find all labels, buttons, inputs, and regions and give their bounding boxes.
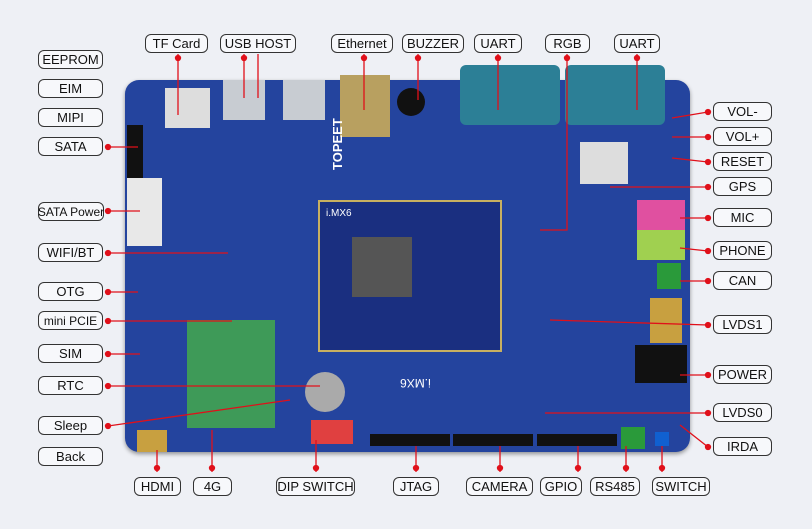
som-module: i.MX6 xyxy=(318,200,502,352)
board-silk-mx6: i.MX6 xyxy=(400,376,431,390)
brand-text: TOPEET xyxy=(330,118,345,170)
label-tf-card: TF Card xyxy=(145,34,208,53)
gpio-header xyxy=(537,434,617,446)
uart-port-2 xyxy=(565,65,665,125)
camera-header xyxy=(453,434,533,446)
label-4g: 4G xyxy=(193,477,232,496)
label-sata-power: SATA Power xyxy=(38,202,104,221)
label-mic: MIC xyxy=(713,208,772,227)
label-lvds1: LVDS1 xyxy=(713,315,772,334)
label-dip-switch: DIP SWITCH xyxy=(276,477,355,496)
label-gpio: GPIO xyxy=(540,477,582,496)
gps-module xyxy=(580,142,628,184)
label-jtag: JTAG xyxy=(393,477,439,496)
label-mini-pcie: mini PCIE xyxy=(38,311,103,330)
jtag-header xyxy=(370,434,450,446)
usb-host-port-1 xyxy=(223,80,265,120)
lvds1-connector xyxy=(650,298,682,343)
label-ethernet: Ethernet xyxy=(331,34,393,53)
label-eeprom: EEPROM xyxy=(38,50,103,69)
label-gps: GPS xyxy=(713,177,772,196)
label-usb-host: USB HOST xyxy=(220,34,296,53)
label-power: POWER xyxy=(713,365,772,384)
label-vol-minus: VOL- xyxy=(713,102,772,121)
can-terminal xyxy=(657,263,681,289)
soc-chip xyxy=(352,237,412,297)
rtc-battery xyxy=(305,372,345,412)
label-otg: OTG xyxy=(38,282,103,301)
som-label: i.MX6 xyxy=(326,208,352,219)
dev-board: TOPEET i.MX6 i.MX6 xyxy=(125,65,690,452)
mini-pcie-4g-module xyxy=(187,320,275,428)
label-reset: RESET xyxy=(713,152,772,171)
label-uart-2: UART xyxy=(614,34,660,53)
phone-jack xyxy=(637,230,685,260)
label-hdmi: HDMI xyxy=(134,477,181,496)
label-irda: IRDA xyxy=(713,437,772,456)
dip-switch xyxy=(311,420,353,444)
sata-connector xyxy=(127,125,143,183)
buzzer xyxy=(397,88,425,116)
label-sim: SIM xyxy=(38,344,103,363)
label-can: CAN xyxy=(713,271,772,290)
label-rtc: RTC xyxy=(38,376,103,395)
usb-host-port-2 xyxy=(283,80,325,120)
label-mipi: MIPI xyxy=(38,108,103,127)
label-eim: EIM xyxy=(38,79,103,98)
power-switch xyxy=(655,432,669,446)
label-camera: CAMERA xyxy=(466,477,533,496)
label-sleep: Sleep xyxy=(38,416,103,435)
label-rgb: RGB xyxy=(545,34,590,53)
label-buzzer: BUZZER xyxy=(402,34,464,53)
rs485-terminal xyxy=(621,427,645,449)
label-vol-plus: VOL+ xyxy=(713,127,772,146)
label-wifi-bt: WIFI/BT xyxy=(38,243,103,262)
sata-power-connector xyxy=(127,178,162,246)
hdmi-port xyxy=(137,430,167,452)
power-jack xyxy=(635,345,687,383)
mic-jack xyxy=(637,200,685,230)
ethernet-port xyxy=(340,75,390,137)
label-uart-1: UART xyxy=(474,34,522,53)
label-rs485: RS485 xyxy=(590,477,640,496)
uart-port-1 xyxy=(460,65,560,125)
label-phone: PHONE xyxy=(713,241,772,260)
label-switch: SWITCH xyxy=(652,477,710,496)
tf-card-slot xyxy=(165,88,210,128)
label-lvds0: LVDS0 xyxy=(713,403,772,422)
label-back: Back xyxy=(38,447,103,466)
label-sata: SATA xyxy=(38,137,103,156)
